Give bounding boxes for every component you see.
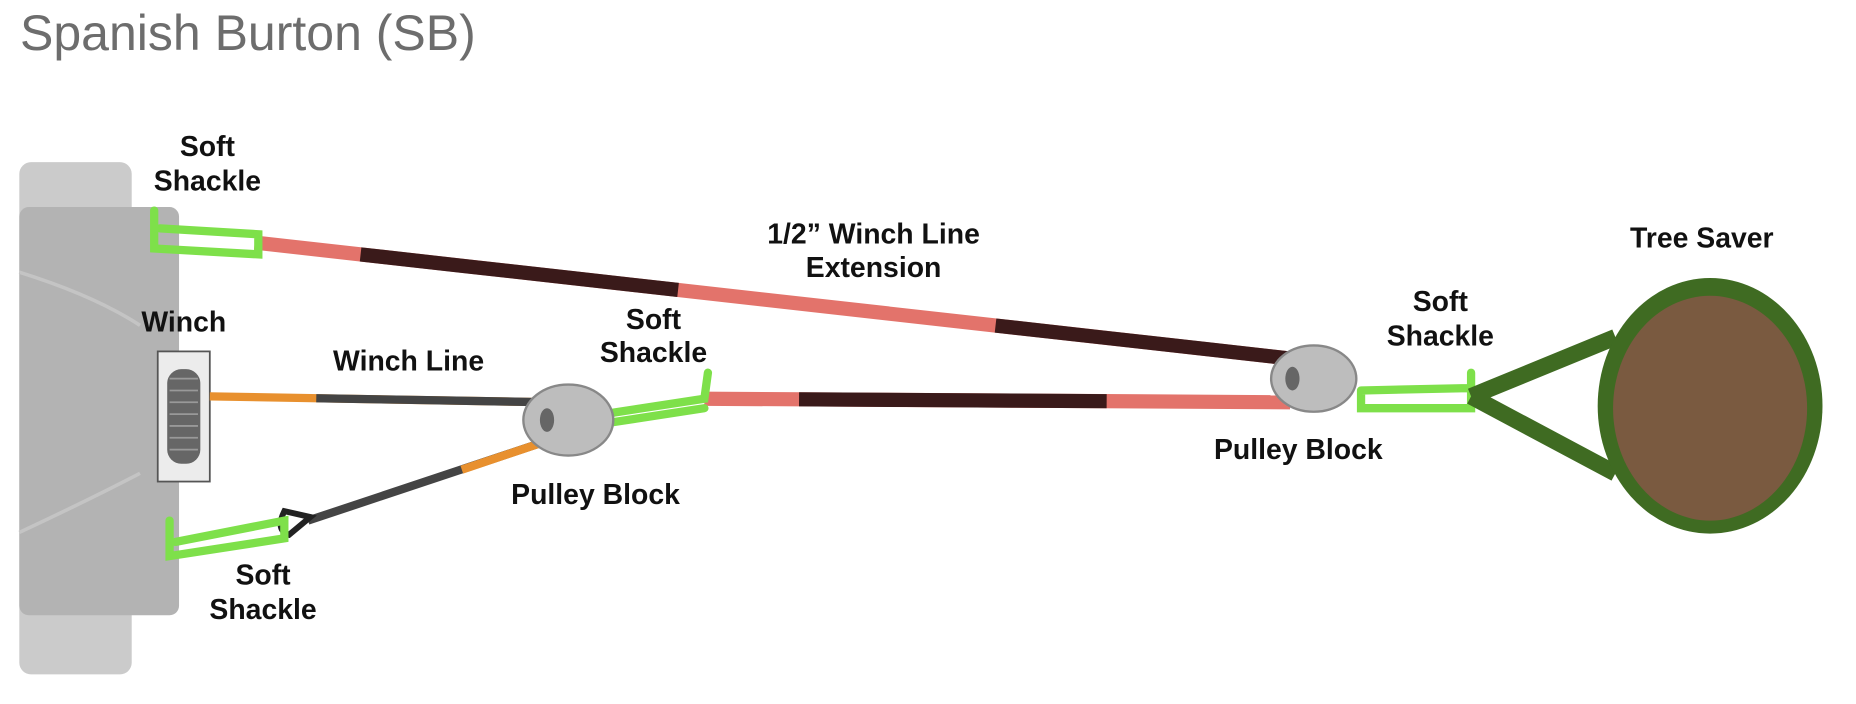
pulley-block-left	[522, 383, 615, 457]
label-winch-line: Winch Line	[333, 345, 484, 377]
label-winch: Winch	[141, 306, 226, 338]
label-pulley-block-left: Pulley Block	[511, 479, 680, 511]
label-extension: 1/2” Winch Line	[767, 219, 980, 251]
tree-saver	[1467, 278, 1823, 534]
label-soft-shackle-bottom-2: Shackle	[209, 594, 316, 626]
soft-shackle-mid	[599, 368, 713, 428]
label-soft-shackle-mid: Soft	[626, 304, 682, 336]
label-soft-shackle-top: Soft	[180, 131, 236, 163]
label-pulley-block-right: Pulley Block	[1214, 434, 1383, 466]
label-soft-shackle-bottom: Soft	[235, 559, 291, 591]
soft-shackle-top	[150, 206, 263, 259]
winch-line-extension	[253, 235, 1291, 410]
label-soft-shackle-mid-2: Shackle	[600, 337, 707, 369]
pulley-block-right	[1269, 344, 1358, 413]
soft-shackle-right	[1356, 368, 1476, 413]
label-soft-shackle-top-2: Shackle	[154, 165, 261, 197]
vehicle	[18, 162, 180, 675]
tree-trunk	[1613, 295, 1808, 521]
page-title: Spanish Burton (SB)	[20, 5, 476, 61]
soft-shackle-bottom	[165, 515, 289, 561]
label-extension-2: Extension	[806, 252, 942, 284]
label-tree-saver: Tree Saver	[1630, 222, 1774, 254]
winch-line	[209, 392, 558, 539]
label-soft-shackle-right: Soft	[1413, 286, 1469, 318]
winch	[156, 350, 211, 483]
label-soft-shackle-right-2: Shackle	[1387, 320, 1494, 352]
